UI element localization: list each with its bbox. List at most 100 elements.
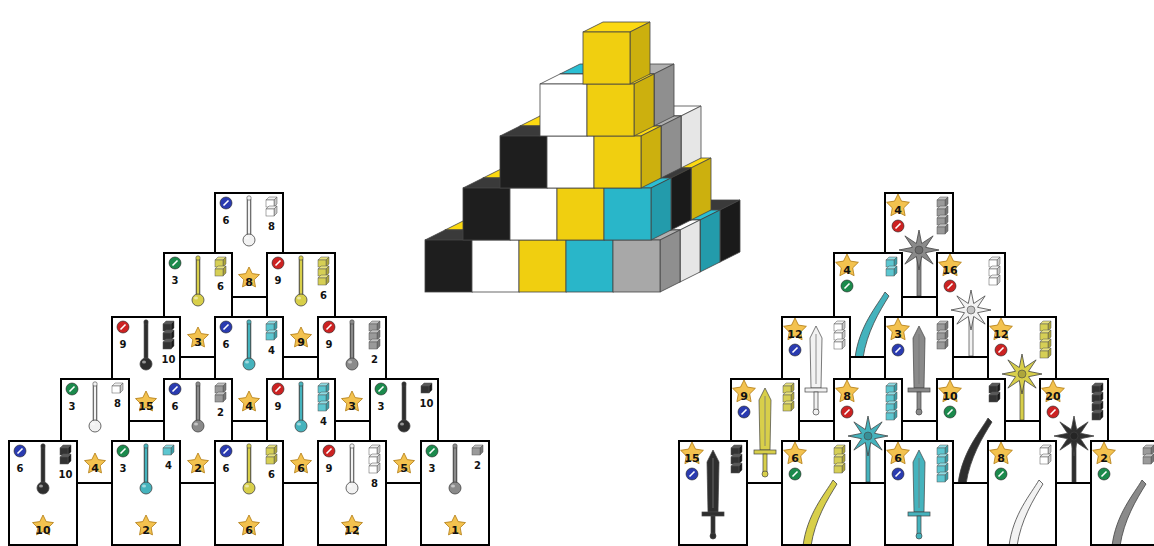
- resource-icon: [169, 257, 181, 269]
- sword-blade: [913, 450, 925, 512]
- mace-head: [140, 358, 152, 370]
- cost-cube: [223, 383, 226, 393]
- mace-head: [398, 420, 410, 432]
- mace-handle: [145, 323, 148, 360]
- cost-cube: [894, 392, 897, 402]
- cube-side: [651, 178, 671, 240]
- mace-handle: [196, 259, 201, 296]
- curved-blade: [1009, 480, 1043, 544]
- cost-cube: [945, 206, 948, 216]
- star-value-holder: 15: [131, 397, 161, 413]
- cost-cube: [731, 466, 739, 473]
- cube-count: 4: [268, 345, 275, 356]
- mace-head: [140, 482, 152, 494]
- mace-handle: [403, 385, 406, 422]
- star-value: 1: [451, 524, 459, 537]
- icon-glyph: [793, 348, 798, 353]
- mace-knob: [93, 382, 97, 386]
- cube-count-holder: 8: [364, 474, 385, 490]
- cost-cube: [1048, 339, 1051, 349]
- icon-glyph: [845, 410, 850, 415]
- star-value: 3: [348, 400, 356, 413]
- blade-card: 2: [1090, 440, 1154, 546]
- cost-cube: [989, 278, 997, 285]
- icon-glyph: [173, 261, 178, 266]
- cost-cube: [945, 463, 948, 473]
- cube-count-holder: 2: [467, 456, 488, 472]
- cube-front: [547, 136, 594, 188]
- mace-handle: [41, 447, 46, 484]
- mace-knob: [247, 196, 251, 200]
- star-value: 8: [997, 452, 1005, 465]
- star-value: 2: [194, 462, 202, 475]
- cost-cube: [274, 445, 277, 455]
- cost-cube: [1143, 457, 1151, 464]
- icon-glyph: [121, 449, 126, 454]
- cube-front: [557, 188, 604, 240]
- cost-cube: [274, 454, 277, 464]
- sword-pommel: [710, 533, 716, 539]
- star-value: 20: [1045, 390, 1060, 403]
- mace-handle: [196, 385, 201, 422]
- sword-fuller: [765, 396, 766, 446]
- cube-count: 10: [420, 398, 434, 409]
- cost-cube: [215, 395, 223, 402]
- resource-icon: [892, 344, 904, 356]
- mace-shine: [142, 361, 146, 364]
- resource-icon: [117, 321, 129, 333]
- star-value-holder: 12: [783, 325, 807, 341]
- mace-shine: [245, 485, 249, 488]
- cube-front: [500, 136, 547, 188]
- cost-cube: [1151, 454, 1154, 464]
- icon-value-holder: 3: [165, 271, 185, 287]
- mace-knob: [247, 320, 251, 324]
- cube-count-holder: 6: [313, 286, 334, 302]
- mace-head: [295, 420, 307, 432]
- resource-icon: [220, 197, 232, 209]
- mace-handle: [351, 323, 354, 360]
- cube-count: 2: [474, 460, 481, 471]
- blade-card: 8: [987, 440, 1057, 546]
- curved-blade: [1112, 480, 1146, 544]
- cost-cube: [120, 383, 123, 393]
- sword-pommel: [813, 409, 819, 415]
- cube-count-holder: 6: [261, 465, 282, 481]
- cost-cube: [937, 475, 945, 482]
- star-value: 15: [684, 452, 699, 465]
- icon-value-holder: 6: [165, 397, 185, 413]
- cost-cube: [791, 383, 794, 393]
- cost-cube: [997, 275, 1000, 285]
- star-value: 3: [894, 328, 902, 341]
- icon-glyph: [276, 387, 281, 392]
- mace-shine: [91, 423, 95, 426]
- cube-count-holder: 8: [107, 394, 128, 410]
- mace-knob: [350, 320, 354, 324]
- resource-icon: [892, 468, 904, 480]
- cost-cube: [937, 342, 945, 349]
- icon-glyph: [18, 449, 23, 454]
- icon-glyph: [845, 284, 850, 289]
- mace-shine: [451, 485, 455, 488]
- cost-cube: [326, 401, 329, 411]
- cube-count: 4: [165, 460, 172, 471]
- cost-cube: [945, 454, 948, 464]
- mace-knob: [196, 256, 200, 260]
- resource-icon: [995, 344, 1007, 356]
- star-value-holder: 8: [835, 387, 859, 403]
- ornament-core: [864, 432, 872, 440]
- cost-cube: [1048, 330, 1051, 340]
- ornament-core: [1018, 370, 1026, 378]
- sword-pommel: [916, 533, 922, 539]
- mace-handle: [350, 447, 355, 484]
- cost-cube: [68, 445, 71, 455]
- sword-grip: [814, 392, 818, 410]
- mace-shine: [194, 297, 198, 300]
- cube-front: [540, 84, 587, 136]
- star-value-holder: 10: [28, 521, 58, 537]
- cost-cube: [266, 457, 274, 464]
- icon-value-holder: 3: [371, 397, 391, 413]
- cost-cube: [945, 224, 948, 234]
- resource-icon: [272, 383, 284, 395]
- sword-grip: [917, 392, 921, 410]
- cost-cube: [171, 445, 174, 455]
